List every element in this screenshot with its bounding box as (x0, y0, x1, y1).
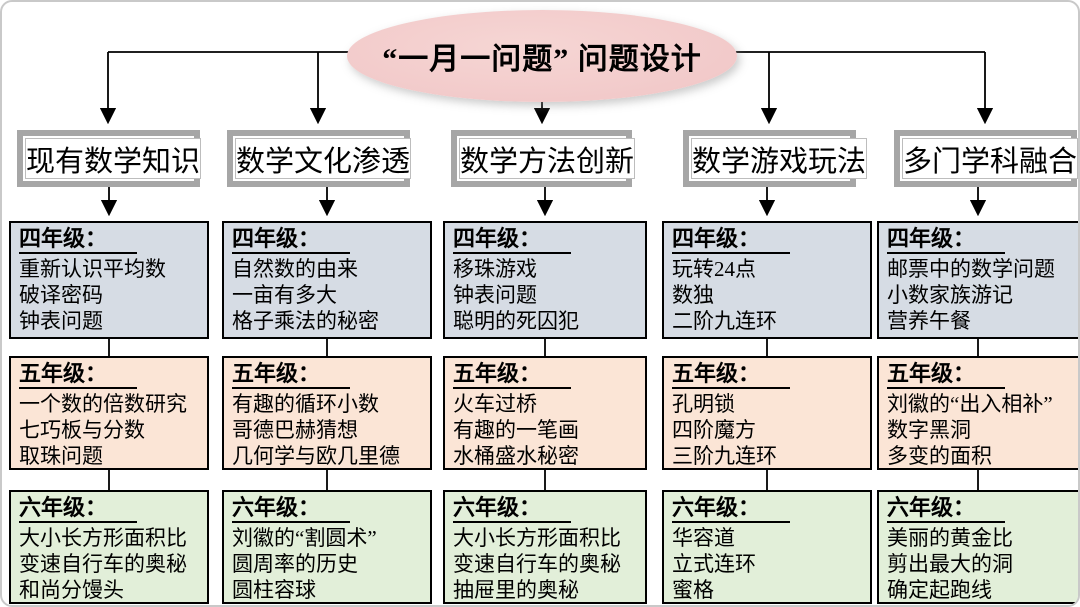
grade-label: 六年级： (232, 495, 351, 523)
topic-item: 火车过桥 (453, 392, 537, 416)
col3-grade5-box: 五年级： 火车过桥 有趣的一笔画 水桶盛水秘密 (443, 356, 647, 470)
diagram-title: “一月一问题” 问题设计 (382, 43, 702, 76)
grade-label: 五年级： (232, 361, 351, 389)
category-header-inner: 多门学科融合 (902, 138, 1078, 179)
topic-item: 小数家族游记 (887, 283, 1013, 307)
topic-item: 一亩有多大 (232, 283, 337, 307)
col2-grade6-box: 六年级： 刘徽的“割圆术” 圆周率的历史 圆柱容球 (222, 490, 432, 604)
topic-item: 数独 (672, 283, 714, 307)
col5-grade5-box: 五年级： 刘徽的“出入相补” 数字黑洞 多变的面积 (877, 356, 1078, 470)
topic-item: 七巧板与分数 (19, 418, 145, 442)
topic-item: 多变的面积 (887, 444, 992, 468)
grade-label: 四年级： (232, 226, 351, 254)
topic-item: 变速自行车的奥秘 (453, 552, 621, 576)
topic-item: 蜜格 (672, 578, 714, 602)
topic-item: 三阶九连环 (672, 444, 777, 468)
topic-item: 美丽的黄金比 (887, 526, 1013, 550)
col5-grade6-box: 六年级： 美丽的黄金比 剪出最大的洞 确定起跑线 (877, 490, 1078, 604)
grade-label: 四年级： (887, 226, 1006, 254)
topic-item: 刘徽的“出入相补” (887, 392, 1053, 416)
topic-item: 大小长方形面积比 (19, 526, 187, 550)
topic-item: 营养午餐 (887, 309, 971, 333)
category-header-3: 数学方法创新 (451, 130, 636, 187)
col2-grade5-box: 五年级： 有趣的循环小数 哥德巴赫猜想 几何学与欧几里德 (222, 356, 432, 470)
topic-item: 变速自行车的奥秘 (19, 552, 187, 576)
col1-grade5-box: 五年级： 一个数的倍数研究 七巧板与分数 取珠问题 (9, 356, 209, 470)
grade-label: 六年级： (672, 495, 791, 523)
category-header-1: 现有数学知识 (17, 130, 202, 187)
topic-item: 和尚分馒头 (19, 578, 124, 602)
grade-label: 六年级： (19, 495, 138, 523)
grade-label: 五年级： (672, 361, 791, 389)
topic-item: 四阶魔方 (672, 418, 756, 442)
topic-item: 聪明的死囚犯 (453, 309, 579, 333)
topic-item: 玩转24点 (672, 257, 756, 281)
category-header-5: 多门学科融合 (894, 130, 1078, 187)
col2-grade4-box: 四年级： 自然数的由来 一亩有多大 格子乘法的秘密 (222, 221, 432, 339)
topic-item: 一个数的倍数研究 (19, 392, 187, 416)
topic-item: 格子乘法的秘密 (232, 309, 379, 333)
topic-item: 邮票中的数学问题 (887, 257, 1055, 281)
topic-item: 钟表问题 (19, 309, 103, 333)
col4-grade5-box: 五年级： 孔明锁 四阶魔方 三阶九连环 (662, 356, 872, 470)
col1-grade6-box: 六年级： 大小长方形面积比 变速自行车的奥秘 和尚分馒头 (9, 490, 209, 604)
grade-label: 五年级： (453, 361, 572, 389)
category-title: 多门学科融合 (903, 145, 1078, 178)
category-header-inner: 数学方法创新 (459, 138, 636, 179)
category-header-2: 数学文化渗透 (227, 130, 412, 187)
topic-item: 破译密码 (19, 283, 103, 307)
topic-item: 刘徽的“割圆术” (232, 526, 377, 550)
topic-item: 水桶盛水秘密 (453, 444, 579, 468)
category-title: 现有数学知识 (26, 145, 201, 178)
root-node: “一月一问题” 问题设计 (347, 10, 737, 102)
topic-item: 确定起跑线 (887, 578, 992, 602)
grade-label: 六年级： (887, 495, 1006, 523)
topic-item: 华容道 (672, 526, 735, 550)
grade-label: 五年级： (887, 361, 1006, 389)
category-title: 数学方法创新 (460, 145, 635, 178)
category-header-inner: 数学游戏玩法 (691, 138, 868, 179)
topic-item: 剪出最大的洞 (887, 552, 1013, 576)
col3-grade4-box: 四年级： 移珠游戏 钟表问题 聪明的死囚犯 (443, 221, 647, 339)
topic-item: 抽屉里的奥秘 (453, 578, 579, 602)
col4-grade4-box: 四年级： 玩转24点 数独 二阶九连环 (662, 221, 872, 339)
topic-item: 大小长方形面积比 (453, 526, 621, 550)
topic-item: 有趣的循环小数 (232, 392, 379, 416)
grade-label: 六年级： (453, 495, 572, 523)
topic-item: 几何学与欧几里德 (232, 444, 400, 468)
topic-item: 重新认识平均数 (19, 257, 166, 281)
topic-item: 有趣的一笔画 (453, 418, 579, 442)
grade-label: 四年级： (19, 226, 138, 254)
category-header-inner: 数学文化渗透 (235, 138, 412, 179)
category-header-inner: 现有数学知识 (25, 138, 202, 179)
topic-item: 圆周率的历史 (232, 552, 358, 576)
grade-label: 四年级： (453, 226, 572, 254)
topic-item: 钟表问题 (453, 283, 537, 307)
col5-grade4-box: 四年级： 邮票中的数学问题 小数家族游记 营养午餐 (877, 221, 1078, 339)
topic-item: 圆柱容球 (232, 578, 316, 602)
topic-item: 移珠游戏 (453, 257, 537, 281)
col3-grade6-box: 六年级： 大小长方形面积比 变速自行车的奥秘 抽屉里的奥秘 (443, 490, 647, 604)
category-title: 数学文化渗透 (236, 145, 411, 178)
topic-item: 哥德巴赫猜想 (232, 418, 358, 442)
topic-item: 数字黑洞 (887, 418, 971, 442)
topic-item: 立式连环 (672, 552, 756, 576)
grade-label: 五年级： (19, 361, 138, 389)
topic-item: 自然数的由来 (232, 257, 358, 281)
topic-item: 孔明锁 (672, 392, 735, 416)
category-title: 数学游戏玩法 (692, 145, 867, 178)
col1-grade4-box: 四年级： 重新认识平均数 破译密码 钟表问题 (9, 221, 209, 339)
col4-grade6-box: 六年级： 华容道 立式连环 蜜格 (662, 490, 872, 604)
grade-label: 四年级： (672, 226, 791, 254)
category-header-4: 数学游戏玩法 (683, 130, 868, 187)
topic-item: 取珠问题 (19, 444, 103, 468)
topic-item: 二阶九连环 (672, 309, 777, 333)
